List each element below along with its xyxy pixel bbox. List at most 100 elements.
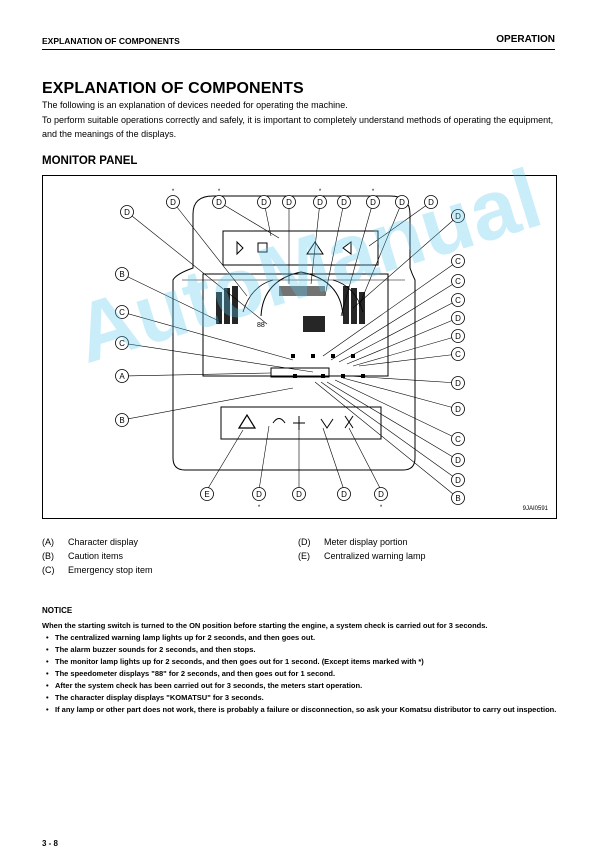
callout-circle — [451, 293, 465, 307]
callout-circle — [252, 487, 266, 501]
callout-circle — [451, 376, 465, 390]
running-header-left: EXPLANATION OF COMPONENTS — [42, 36, 180, 46]
notice-item: The alarm buzzer sounds for 2 seconds, a… — [42, 644, 557, 656]
callout-label: B — [455, 494, 460, 503]
callout-circle — [200, 487, 214, 501]
notice-item: The speedometer displays "88" for 2 seco… — [42, 668, 557, 680]
callout-label: D — [455, 314, 461, 323]
callout-label: C — [455, 435, 461, 444]
notice-box: NOTICE When the starting switch is turne… — [42, 606, 557, 716]
callout-label: D — [317, 198, 323, 207]
intro-paragraph-1: The following is an explanation of devic… — [42, 100, 348, 110]
callout-label: B — [119, 270, 124, 279]
callout-circle — [374, 487, 388, 501]
page-title: EXPLANATION OF COMPONENTS — [42, 80, 304, 97]
notice-lead: When the starting switch is turned to th… — [42, 621, 488, 630]
asterisk-mark: * — [372, 189, 375, 195]
asterisk-mark: * — [319, 189, 322, 195]
callout-label: D — [341, 198, 347, 207]
notice-title: NOTICE — [42, 606, 73, 615]
callout-label: D — [124, 208, 130, 217]
callout-label: B — [119, 416, 124, 425]
callout-label: D — [378, 490, 384, 499]
figure-code: 9JAI0591 — [522, 506, 548, 512]
notice-item: The character display displays "KOMATSU"… — [42, 692, 557, 704]
callout-label: C — [119, 339, 125, 348]
notice-list: The centralized warning lamp lights up f… — [42, 632, 557, 716]
asterisk-mark: * — [172, 189, 175, 195]
callout-circle — [115, 267, 129, 281]
callout-label: C — [455, 257, 461, 266]
callout-circle — [115, 305, 129, 319]
centralized-warning-lamp-icon — [237, 413, 257, 429]
callout-circle — [451, 402, 465, 416]
asterisk-mark: * — [258, 505, 261, 511]
callout-label: D — [455, 456, 461, 465]
callout-circle — [451, 209, 465, 223]
callout-circle — [166, 195, 180, 209]
callout-label: C — [455, 277, 461, 286]
callout-label: D — [341, 490, 347, 499]
notice-item: The monitor lamp lights up for 2 seconds… — [42, 656, 557, 668]
speedometer-arc — [260, 271, 344, 317]
callout-label: D — [455, 212, 461, 221]
callout-circle — [451, 311, 465, 325]
callout-label: E — [204, 490, 209, 499]
callout-label: D — [399, 198, 405, 207]
callout-label: D — [370, 198, 376, 207]
callout-circle — [366, 195, 380, 209]
legend-item: (E)Centralized warning lamp — [298, 551, 426, 561]
legend-column-left: (A)Character display (B)Caution items (C… — [42, 537, 153, 579]
top-switch-box — [222, 230, 379, 266]
callout-label: D — [296, 490, 302, 499]
running-header-right: OPERATION — [496, 34, 555, 45]
intro-text: The following is an explanation of devic… — [42, 98, 557, 142]
asterisk-mark: * — [218, 189, 221, 195]
callout-label: D — [428, 198, 434, 207]
callout-label: D — [256, 490, 262, 499]
callout-circle — [451, 254, 465, 268]
bottom-switch-box — [220, 406, 382, 440]
notice-item: The centralized warning lamp lights up f… — [42, 632, 557, 644]
callout-label: D — [170, 198, 176, 207]
legend-item: (B)Caution items — [42, 551, 124, 561]
notice-item: After the system check has been carried … — [42, 680, 557, 692]
callout-circle — [451, 453, 465, 467]
panel-housing — [172, 195, 416, 471]
callout-circle — [395, 195, 409, 209]
callout-label: C — [455, 296, 461, 305]
callout-circle — [451, 432, 465, 446]
callout-circle — [451, 473, 465, 487]
callout-circle — [257, 195, 271, 209]
callout-label: A — [119, 372, 125, 381]
callout-label: D — [455, 332, 461, 341]
legend-item: (D)Meter display portion — [298, 537, 408, 547]
callout-circle — [115, 369, 129, 383]
callout-circle — [282, 195, 296, 209]
callout-label: D — [455, 405, 461, 414]
legend-item: (C)Emergency stop item — [42, 565, 153, 575]
callout-label: D — [216, 198, 222, 207]
callout-circle — [337, 195, 351, 209]
callout-circle — [451, 329, 465, 343]
callout-label: D — [455, 476, 461, 485]
callout-label: D — [286, 198, 292, 207]
callout-circle — [292, 487, 306, 501]
callout-circle — [451, 347, 465, 361]
callout-circle — [120, 205, 134, 219]
monitor-panel-diagram: 88 — [115, 189, 465, 511]
callout-circle — [337, 487, 351, 501]
legend-item: (A)Character display — [42, 537, 139, 547]
notice-item: If any lamp or other part does not work,… — [42, 704, 557, 716]
callout-circle — [424, 195, 438, 209]
asterisk-mark: * — [380, 505, 383, 511]
callout-label: D — [261, 198, 267, 207]
header-rule — [42, 49, 555, 50]
callout-circle — [212, 195, 226, 209]
intro-paragraph-2: To perform suitable operations correctly… — [42, 114, 554, 140]
callout-label: C — [119, 308, 125, 317]
callout-label: C — [455, 350, 461, 359]
callout-circle — [115, 336, 129, 350]
page-number: 3 - 8 — [42, 839, 59, 848]
monitor-panel-figure: 88 — [42, 175, 557, 519]
